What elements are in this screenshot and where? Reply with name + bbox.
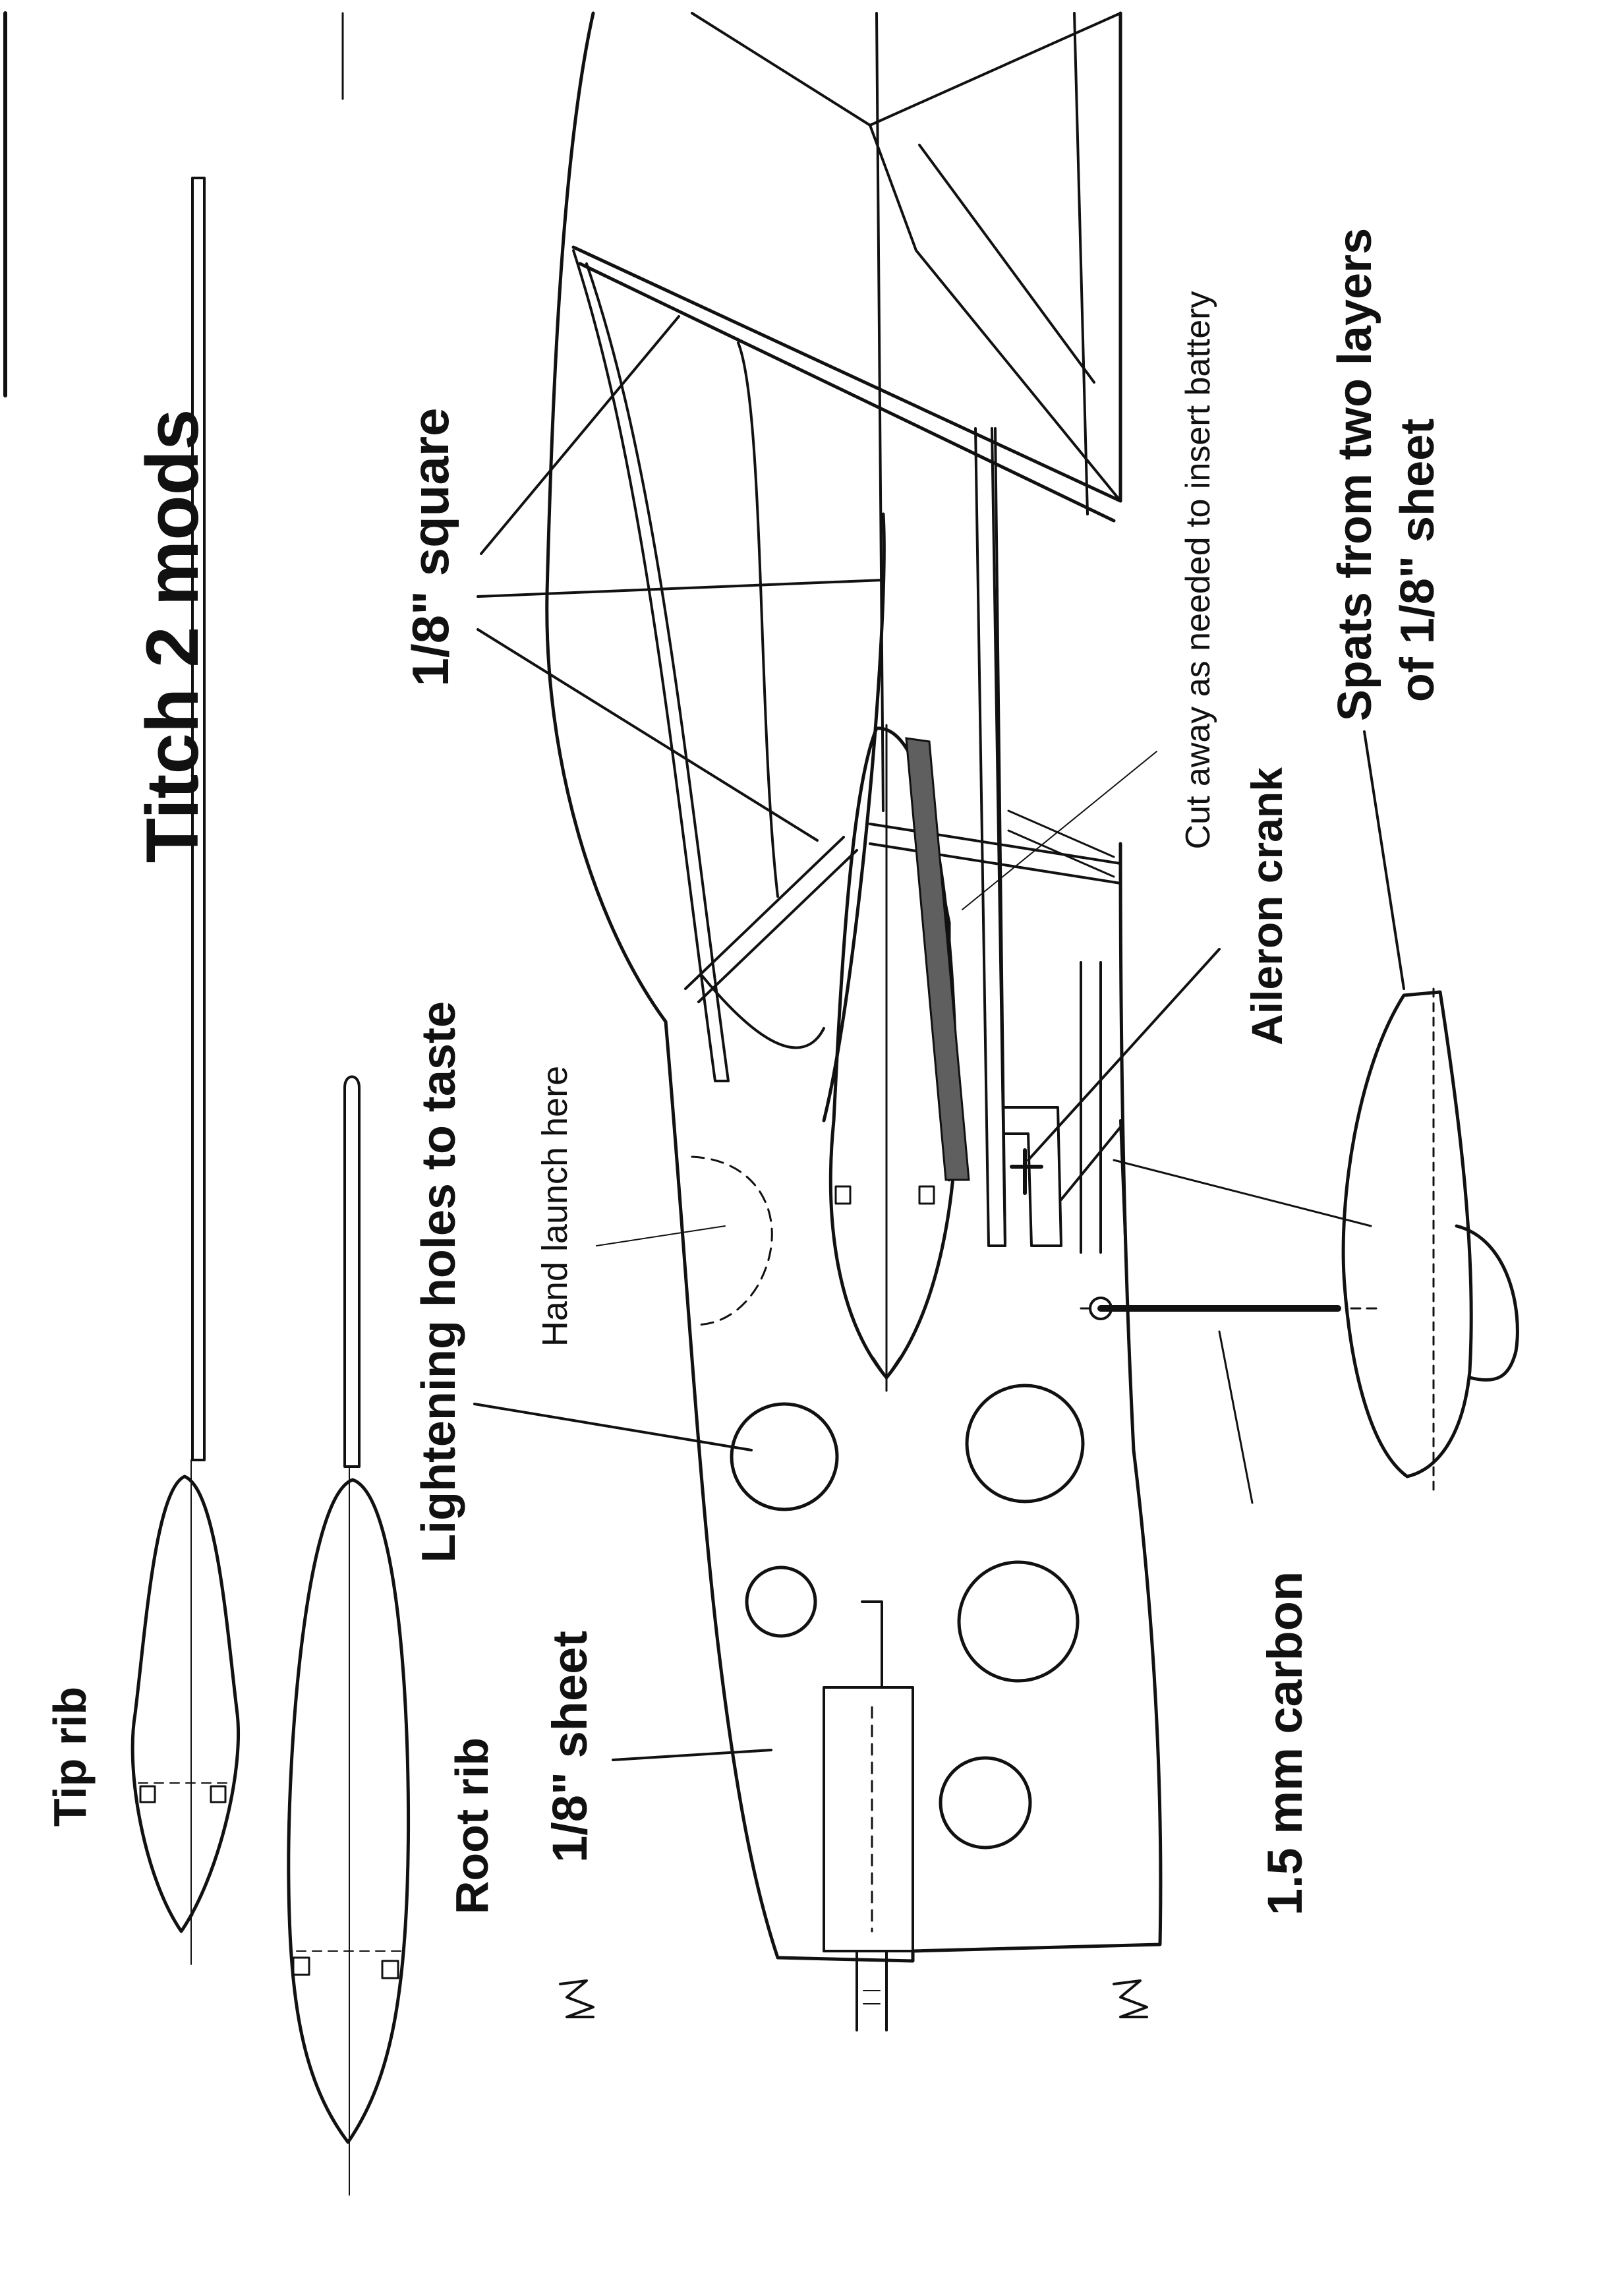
leader-lines [473, 315, 1405, 1761]
wing-structure [545, 11, 1122, 1082]
root-rib-drawing [287, 1075, 411, 2196]
tip-rib-drawing [130, 177, 241, 1965]
root-rib-label: Root rib [446, 1738, 498, 1914]
sheet-label: 1/8" sheet [542, 1631, 597, 1863]
page-title: Titch 2 mods [131, 409, 214, 863]
wing-root-on-fuselage [822, 427, 1115, 1392]
cut-away-label: Cut away as needed to insert battery [1179, 291, 1217, 850]
spats-label-line2: of 1/8" sheet [1391, 419, 1444, 702]
battery-cutout [905, 737, 970, 1181]
square-label: 1/8" square [401, 408, 459, 687]
aileron-crank-drawing [1010, 1119, 1128, 1287]
aileron-crank-label: Aileron crank [1242, 767, 1291, 1045]
lightening-holes-label: Lightening holes to taste [413, 1001, 465, 1563]
page-edge-marks [3, 11, 344, 397]
spats-label-line1: Spats from two layers [1329, 228, 1381, 721]
hand-launch-label: Hand launch here [535, 1066, 575, 1347]
fuselage-side [664, 842, 1163, 2031]
undercarriage-and-spat [1080, 987, 1519, 1491]
carbon-label: 1.5 mm carbon [1258, 1571, 1312, 1915]
tip-rib-label: Tip rib [44, 1687, 96, 1827]
break-marks [559, 1979, 1148, 2018]
